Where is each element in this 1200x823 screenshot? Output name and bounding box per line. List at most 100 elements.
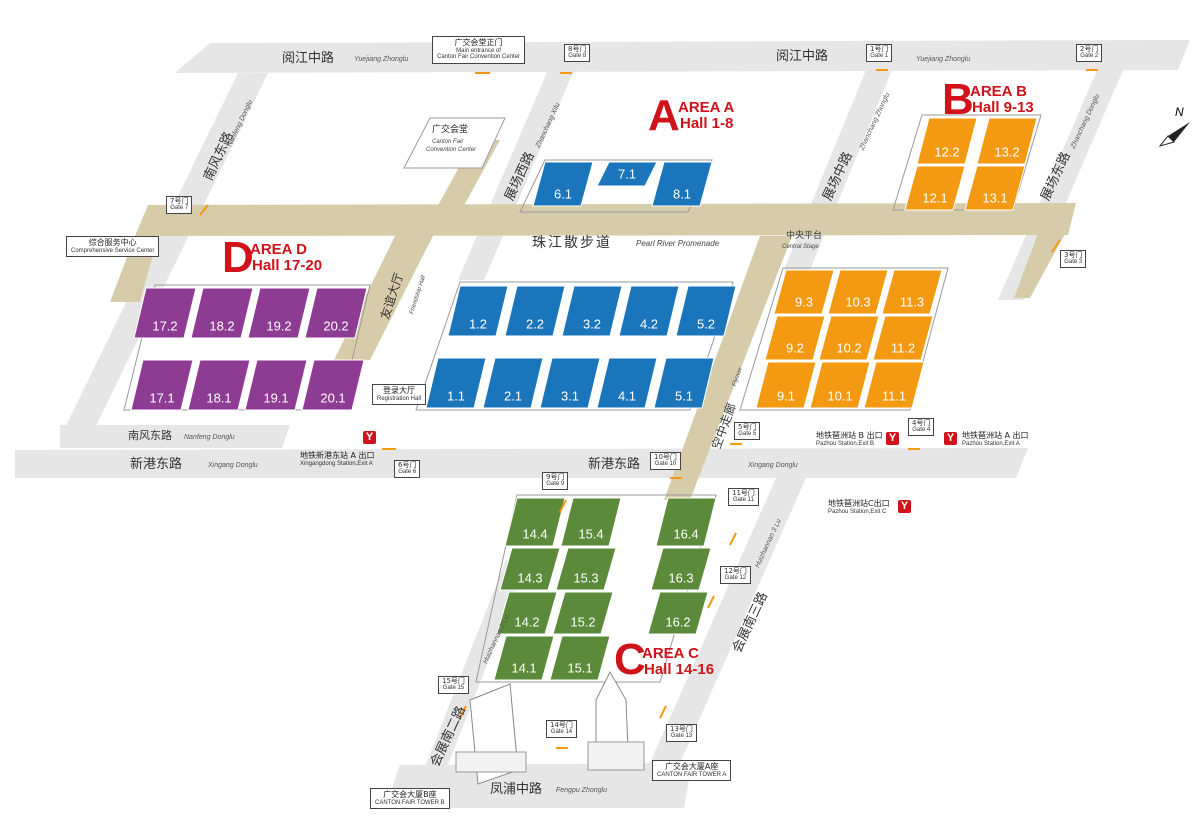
hall-9-1[interactable]	[755, 361, 817, 409]
hall-20-1[interactable]	[301, 359, 365, 411]
gate-14-en: Gate 14	[550, 729, 573, 736]
tower-a-tag: 广交会大厦A座 CANTON FAIR TOWER A	[652, 760, 732, 782]
metro-pazhou-b-en: Pazhou Station,Exit B	[816, 440, 875, 447]
hall-10-2[interactable]	[818, 315, 880, 361]
hall-12-1[interactable]	[904, 165, 966, 211]
hall-10-1[interactable]	[809, 361, 871, 409]
hall-14-1[interactable]	[493, 635, 555, 681]
hall-label-6-1: 6.1	[553, 186, 573, 202]
metro-pazhou-exit-a[interactable]: 地铁琶洲站 A 出口 Pazhou Station,Exit A	[962, 431, 1029, 447]
area-b-name: AREA B	[970, 83, 1027, 100]
hall-17-2[interactable]	[133, 287, 197, 339]
hall-15-2[interactable]	[552, 591, 614, 635]
hall-label-18-1: 18.1	[206, 390, 232, 406]
hall-2-2[interactable]	[504, 285, 566, 337]
gate-10-en: Gate 10	[654, 461, 677, 468]
flyover-band	[664, 236, 792, 500]
hall-1-2[interactable]	[447, 285, 509, 337]
gate-15-marker	[459, 705, 467, 719]
metro-pazhou-exit-c[interactable]: 地铁琶洲站C出口 Pazhou Station,Exit C	[828, 499, 890, 515]
hall-7-1[interactable]	[596, 161, 658, 187]
hall-13-1[interactable]	[964, 165, 1026, 211]
hall-11-1[interactable]	[863, 361, 925, 409]
hall-2-1[interactable]	[482, 357, 544, 409]
gate-12-en: Gate 12	[724, 575, 747, 582]
metro-xingangdong-en: Xingangdong Station,Exit A	[300, 460, 373, 467]
hall-3-1[interactable]	[539, 357, 601, 409]
hall-11-2[interactable]	[872, 315, 934, 361]
hall-9-2[interactable]	[764, 315, 826, 361]
hall-14-3[interactable]	[499, 547, 561, 591]
hall-5-1[interactable]	[653, 357, 715, 409]
hall-13-2[interactable]	[976, 117, 1038, 165]
hall-4-2[interactable]	[618, 285, 680, 337]
hall-15-3[interactable]	[555, 547, 617, 591]
road-yuejiang-left-en: Yuejiang Zhonglu	[354, 56, 409, 63]
hall-label-10-3: 10.3	[845, 294, 871, 310]
fengpu-road	[385, 763, 692, 808]
hall-8-1[interactable]	[651, 161, 713, 207]
hall-12-2[interactable]	[916, 117, 978, 165]
road-nanfeng-bottom-cn: 南风东路	[128, 429, 172, 442]
hall-5-2[interactable]	[675, 285, 737, 337]
hall-18-2[interactable]	[190, 287, 254, 339]
metro-pazhou-exit-b[interactable]: 地铁琶洲站 B 出口 Pazhou Station,Exit B	[816, 431, 883, 447]
gate-11-marker	[729, 532, 737, 546]
hall-10-3[interactable]	[827, 269, 889, 315]
hall-1-1[interactable]	[425, 357, 487, 409]
hall-label-17-1: 17.1	[149, 390, 175, 406]
gate-2-cn: 2号门	[1080, 45, 1099, 53]
hall-20-2[interactable]	[304, 287, 368, 339]
metro-xingangdong-exit-a[interactable]: 地铁新港东站 A 出口 Xingangdong Station,Exit A	[300, 451, 375, 467]
area-d-name: AREA D	[250, 241, 307, 258]
hall-9-3[interactable]	[773, 269, 835, 315]
hall-label-3-1: 3.1	[560, 388, 580, 404]
hall-14-4[interactable]	[504, 497, 566, 547]
hall-14-2[interactable]	[496, 591, 558, 635]
hall-17-1[interactable]	[130, 359, 194, 411]
hall-15-4[interactable]	[560, 497, 622, 547]
gate-11-cn: 11号门	[732, 489, 755, 497]
hall-16-2[interactable]	[647, 591, 709, 635]
hall-4-1[interactable]	[596, 357, 658, 409]
hall-label-19-2: 19.2	[266, 318, 292, 334]
gate-15-cn: 15号门	[442, 677, 465, 685]
gate-13-cn: 13号门	[670, 725, 693, 733]
hall-label-15-1: 15.1	[567, 660, 593, 676]
tower-b-en: CANTON FAIR TOWER B	[375, 799, 445, 806]
area-c-title: C AREA C Hall 14-16	[614, 638, 734, 682]
hall-16-4[interactable]	[655, 497, 717, 547]
gate-6-cn: 6号门	[398, 461, 417, 469]
hall-6-1[interactable]	[532, 161, 594, 207]
hall-11-3[interactable]	[881, 269, 943, 315]
hall-3-2[interactable]	[561, 285, 623, 337]
area-c-name: AREA C	[642, 645, 699, 662]
hall-label-5-1: 5.1	[674, 388, 694, 404]
tower-b-base	[455, 751, 527, 773]
hall-19-2[interactable]	[247, 287, 311, 339]
area-b-halls: Hall 9-13	[972, 99, 1034, 116]
hall-18-1[interactable]	[187, 359, 251, 411]
hall-16-3[interactable]	[650, 547, 712, 591]
area-c-letter: C	[614, 635, 646, 684]
hall-label-9-1: 9.1	[776, 388, 796, 404]
metro-pazhou-c-cn: 地铁琶洲站C出口	[828, 499, 890, 508]
hall-19-1[interactable]	[244, 359, 308, 411]
hall-label-9-3: 9.3	[794, 294, 814, 310]
hall-15-1[interactable]	[549, 635, 611, 681]
